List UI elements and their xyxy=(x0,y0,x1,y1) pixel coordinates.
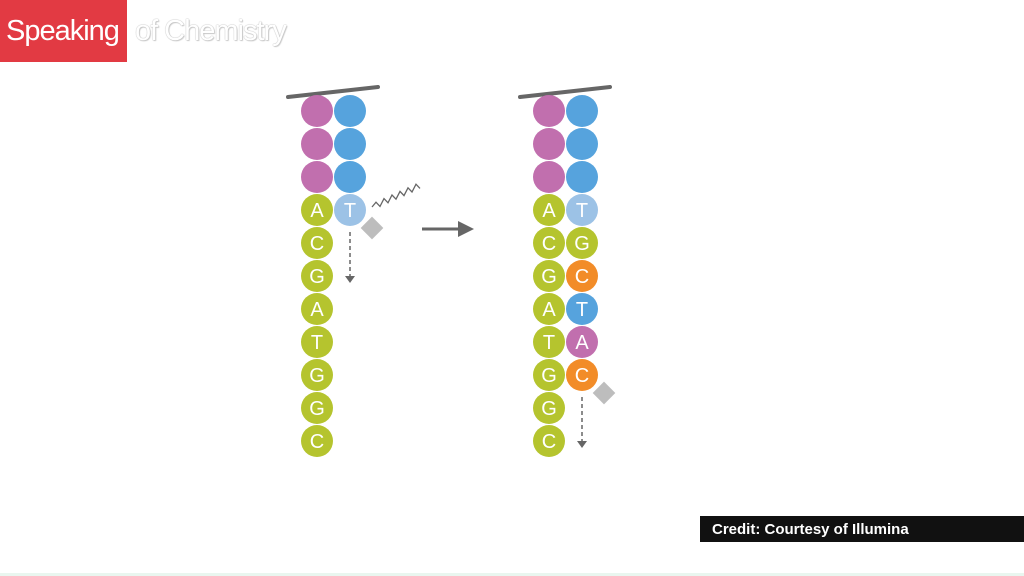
right-growing-base xyxy=(566,293,598,325)
right-growing-base-label: A xyxy=(575,332,589,354)
left-terminator-block xyxy=(360,216,384,240)
right-growing-base xyxy=(566,260,598,292)
left-growing-base-label: T xyxy=(344,200,356,222)
right-template-base-label: C xyxy=(542,431,556,453)
right-growing-base xyxy=(566,227,598,259)
left-template-base xyxy=(301,95,333,127)
right-growing-base-label: T xyxy=(576,200,588,222)
left-template-base-label: C xyxy=(310,233,324,255)
left-template-base-label: A xyxy=(310,200,324,222)
left-template-base-label: G xyxy=(309,365,325,387)
right-template-base-label: C xyxy=(542,233,556,255)
credit-text: Credit: Courtesy of Illumina xyxy=(712,520,909,538)
left-growing-base xyxy=(334,161,366,193)
bottom-strip xyxy=(0,573,1024,576)
left-template-base xyxy=(301,161,333,193)
left-template-base-label: G xyxy=(309,266,325,288)
right-growing-base xyxy=(566,359,598,391)
left-growing-base xyxy=(334,194,366,226)
right-template-base-label: G xyxy=(541,365,557,387)
right-extension-arrowhead xyxy=(577,441,587,448)
left-template-base xyxy=(301,293,333,325)
right-template-base-label: A xyxy=(542,200,556,222)
logo-rest-text: of Chemistry xyxy=(134,14,287,47)
left-support-bar xyxy=(286,85,380,99)
right-growing-base xyxy=(566,194,598,226)
right-support-bar xyxy=(518,85,612,99)
right-template-base xyxy=(533,128,565,160)
left-template-base-label: A xyxy=(310,299,324,321)
right-template-base xyxy=(533,326,565,358)
left-template-base xyxy=(301,392,333,424)
transition-arrowhead xyxy=(458,221,474,237)
left-growing-base xyxy=(334,128,366,160)
right-template-base xyxy=(533,425,565,457)
right-growing-base xyxy=(566,161,598,193)
left-template-base-label: T xyxy=(311,332,323,354)
right-growing-base xyxy=(566,95,598,127)
right-terminator-block xyxy=(592,381,616,405)
left-template-base-label: G xyxy=(309,398,325,420)
left-template-base xyxy=(301,260,333,292)
left-extension-arrowhead xyxy=(345,276,355,283)
right-growing-base-label: C xyxy=(575,365,589,387)
right-template-base xyxy=(533,392,565,424)
right-growing-base xyxy=(566,326,598,358)
right-template-base xyxy=(533,161,565,193)
light-wave xyxy=(371,183,421,208)
right-growing-base-label: G xyxy=(574,233,590,255)
left-template-base xyxy=(301,425,333,457)
right-template-base xyxy=(533,227,565,259)
left-template-base-label: C xyxy=(310,431,324,453)
right-template-base xyxy=(533,95,565,127)
right-template-base xyxy=(533,194,565,226)
right-template-base xyxy=(533,293,565,325)
credit-banner: Credit: Courtesy of Illumina xyxy=(700,516,1024,542)
right-template-base-label: G xyxy=(541,266,557,288)
right-template-base-label: A xyxy=(542,299,556,321)
right-growing-base xyxy=(566,128,598,160)
right-growing-base-label: T xyxy=(576,299,588,321)
left-template-base xyxy=(301,128,333,160)
right-template-base xyxy=(533,359,565,391)
right-growing-base-label: C xyxy=(575,266,589,288)
left-template-base xyxy=(301,326,333,358)
left-template-base xyxy=(301,359,333,391)
right-template-base-label: G xyxy=(541,398,557,420)
right-template-base-label: T xyxy=(543,332,555,354)
logo-brand-text: Speaking xyxy=(0,0,127,62)
brand-logo: Speaking of Chemistry xyxy=(0,0,287,62)
left-template-base xyxy=(301,194,333,226)
right-template-base xyxy=(533,260,565,292)
left-growing-base xyxy=(334,95,366,127)
left-template-base xyxy=(301,227,333,259)
